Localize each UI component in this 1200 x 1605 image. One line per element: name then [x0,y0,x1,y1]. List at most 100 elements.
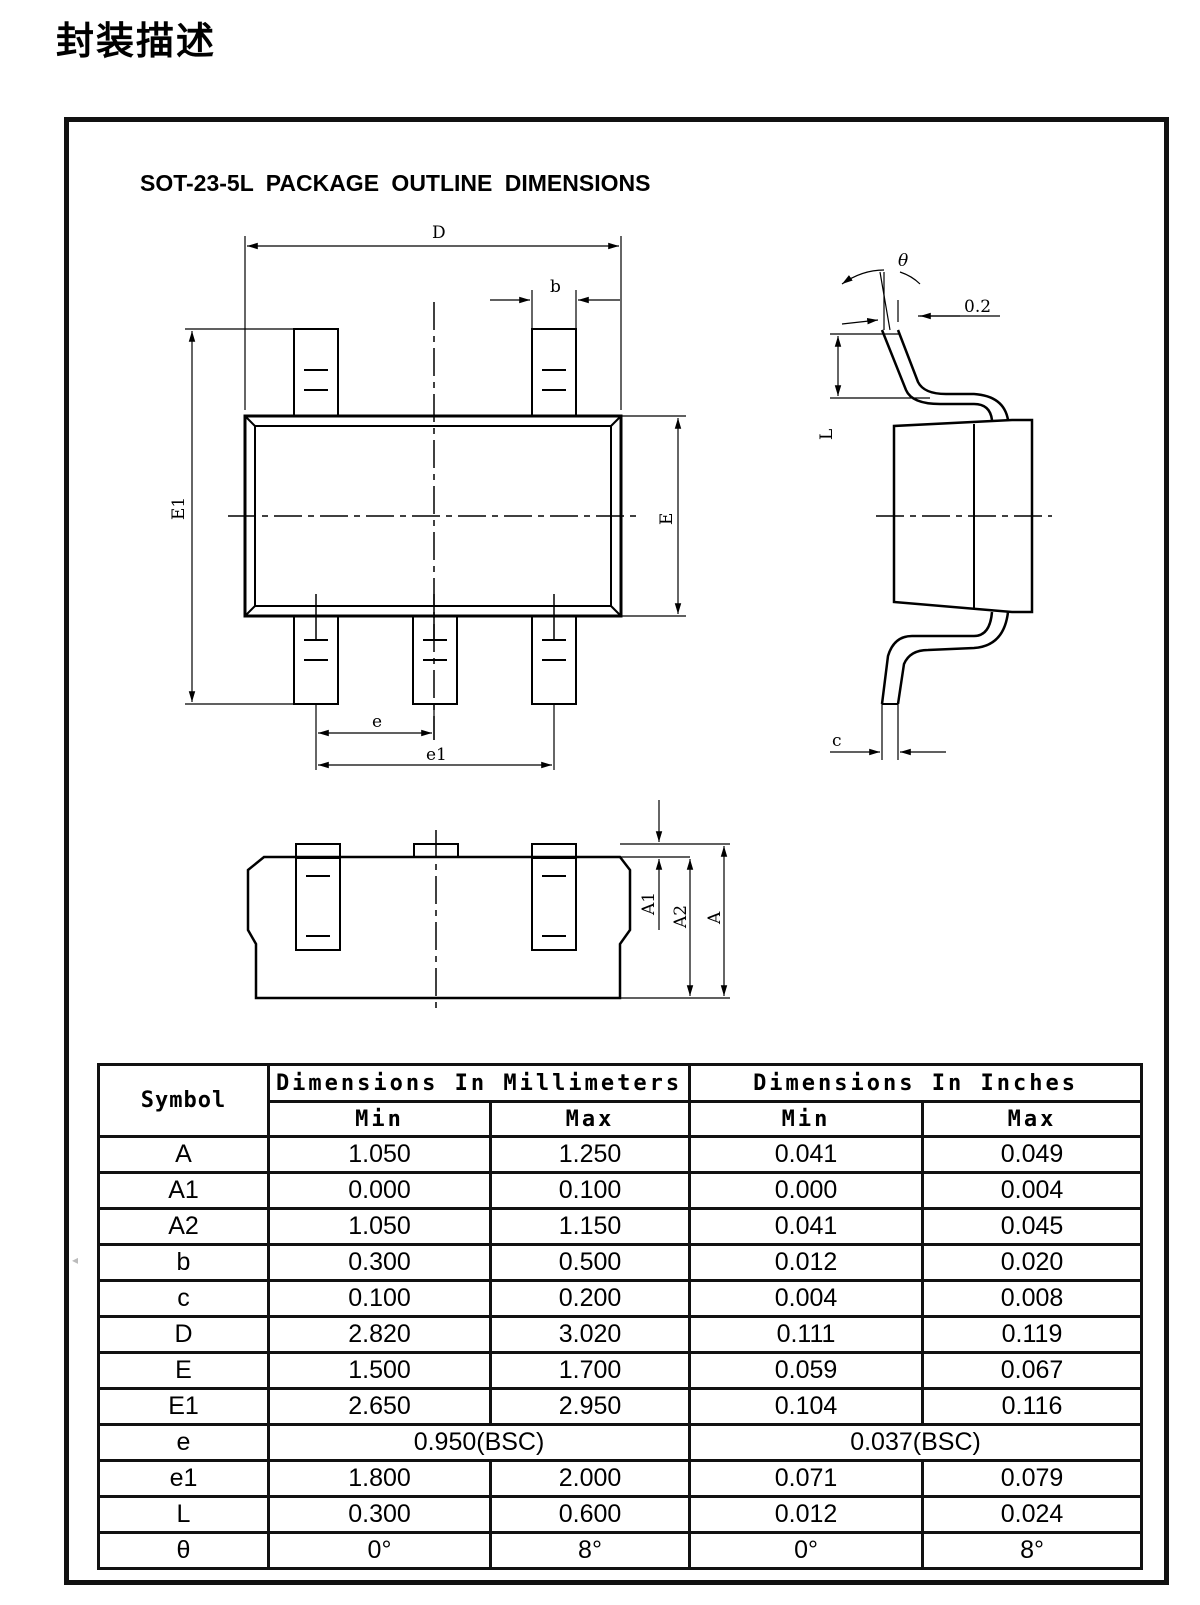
mm-min-cell: 2.820 [267,1315,492,1354]
label-b: b [550,277,561,297]
label-E: E [657,513,677,525]
symbol-cell: A1 [97,1171,270,1210]
in-max-cell: 0.049 [921,1135,1144,1174]
in-min-cell: 0.059 [688,1351,925,1390]
in-min-cell: 0.004 [688,1279,925,1318]
in-max-cell: 0.116 [921,1387,1144,1426]
in-min-header: Min [688,1100,925,1138]
label-L: L [817,429,837,440]
mm-min-cell: 0° [267,1531,492,1570]
mm-max-cell: 0.100 [488,1171,692,1210]
mm-min-cell: 2.650 [267,1387,492,1426]
symbol-cell: c [97,1279,270,1318]
symbol-cell: θ [97,1531,270,1570]
in-max-cell: 0.008 [921,1279,1144,1318]
mm-max-cell: 1.250 [488,1135,692,1174]
mm-max-cell: 1.700 [488,1351,692,1390]
symbol-header: Symbol [97,1063,270,1138]
mm-header: Dimensions In Millimeters [266,1063,692,1103]
symbol-cell: E [97,1351,270,1390]
side-view [830,269,1052,760]
mm-bsc-cell: 0.950(BSC) [266,1423,692,1462]
mm-min-cell: 1.050 [267,1135,492,1174]
in-min-cell: 0.000 [688,1171,925,1210]
in-max-cell: 0.004 [921,1171,1144,1210]
mm-max-cell: 3.020 [488,1315,692,1354]
label-D: D [432,223,446,243]
mm-min-cell: 0.100 [267,1279,492,1318]
mm-min-cell: 0.300 [267,1243,492,1282]
mm-max-cell: 8° [488,1531,692,1570]
in-min-cell: 0.071 [688,1459,925,1498]
symbol-cell: L [97,1495,270,1534]
mm-max-cell: 1.150 [488,1207,692,1246]
in-min-cell: 0.012 [688,1243,925,1282]
symbol-cell: e1 [97,1459,270,1498]
mm-max-cell: 2.000 [488,1459,692,1498]
in-min-cell: 0.041 [688,1207,925,1246]
inch-header: Dimensions In Inches [688,1063,1144,1103]
label-E1: E1 [169,497,189,520]
mm-min-cell: 0.300 [267,1495,492,1534]
in-max-cell: 0.045 [921,1207,1144,1246]
label-A: A [705,911,725,925]
mm-max-header: Max [488,1100,692,1138]
symbol-cell: E1 [97,1387,270,1426]
in-max-cell: 8° [921,1531,1144,1570]
label-e1: e1 [426,745,447,765]
label-theta: θ [898,251,908,271]
in-min-cell: 0° [688,1531,925,1570]
symbol-cell: b [97,1243,270,1282]
label-A1: A1 [639,892,659,916]
mm-max-cell: 2.950 [488,1387,692,1426]
in-bsc-cell: 0.037(BSC) [688,1423,1144,1462]
front-view [246,800,730,1010]
mm-max-cell: 0.600 [488,1495,692,1534]
in-max-cell: 0.024 [921,1495,1144,1534]
package-title: SOT-23-5L PACKAGE OUTLINE DIMENSIONS [140,170,651,196]
label-c: c [832,731,842,751]
mm-min-cell: 0.000 [267,1171,492,1210]
mm-min-cell: 1.800 [267,1459,492,1498]
in-max-cell: 0.020 [921,1243,1144,1282]
top-view [185,236,686,770]
label-gauge: 0.2 [964,297,991,317]
in-max-cell: 0.079 [921,1459,1144,1498]
in-max-header: Max [921,1100,1144,1138]
label-e: e [372,712,382,732]
mm-min-cell: 1.050 [267,1207,492,1246]
dimensions-table: Symbol Dimensions In Millimeters Dimensi… [97,1063,1144,1570]
symbol-cell: A2 [97,1207,270,1246]
symbol-cell: D [97,1315,270,1354]
mm-min-header: Min [267,1100,492,1138]
symbol-cell: A [97,1135,270,1174]
in-min-cell: 0.104 [688,1387,925,1426]
label-A2: A2 [671,905,691,929]
in-min-cell: 0.041 [688,1135,925,1174]
mm-min-cell: 1.500 [267,1351,492,1390]
package-outline-drawing: D b E1 E e e1 θ 0.2 L c A1 A2 A [169,223,1052,1010]
margin-marker: ◂ [72,1253,79,1267]
in-max-cell: 0.067 [921,1351,1144,1390]
mm-max-cell: 0.200 [488,1279,692,1318]
drawing-frame [64,117,1169,1585]
in-min-cell: 0.111 [688,1315,925,1354]
in-min-cell: 0.012 [688,1495,925,1534]
symbol-cell: e [97,1423,270,1462]
mm-max-cell: 0.500 [488,1243,692,1282]
in-max-cell: 0.119 [921,1315,1144,1354]
page-title: 封装描述 [56,19,217,63]
